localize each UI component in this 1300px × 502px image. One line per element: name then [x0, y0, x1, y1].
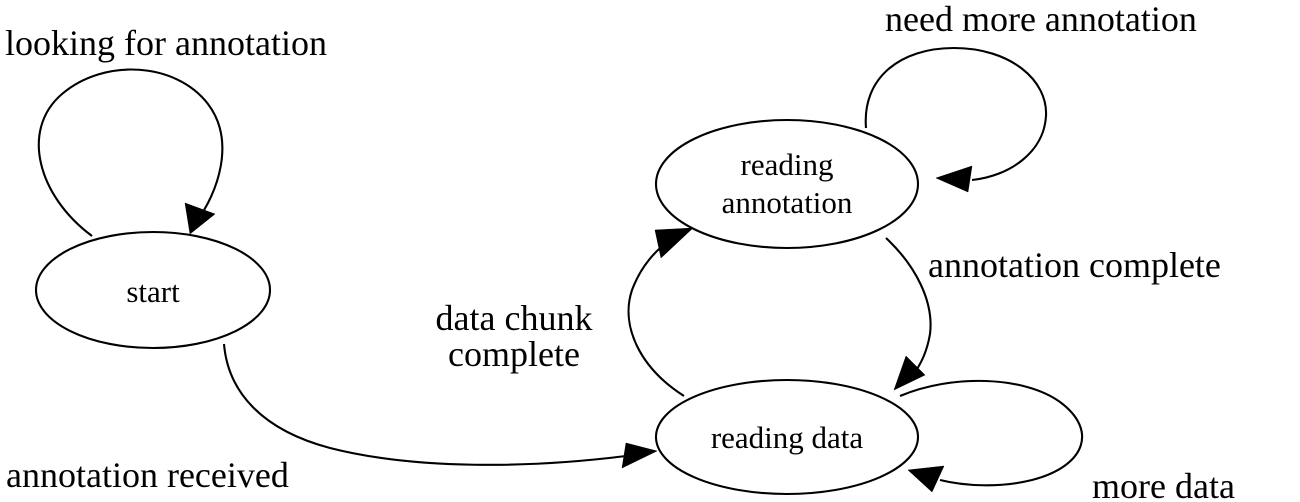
edge-reading-annotation-self-loop-arrowhead — [935, 165, 973, 193]
edge-reading-data-self-loop-arrowhead — [907, 465, 945, 493]
edge-reading-annotation-self-loop[interactable] — [864, 46, 1048, 193]
edge-label-annotation-received: annotation received — [6, 455, 289, 495]
edge-start-to-reading-data[interactable] — [222, 343, 658, 469]
node-reading-data-ellipse — [654, 378, 920, 496]
node-start-label: start — [126, 274, 180, 309]
edge-label-more-data: more data — [1092, 466, 1235, 502]
edge-reading-annotation-to-reading-data-path — [885, 237, 932, 377]
node-reading-data[interactable]: reading data — [654, 378, 920, 496]
edge-reading-annotation-self-loop-path — [864, 46, 1048, 182]
edge-label-need-more-annotation: need more annotation — [885, 0, 1197, 39]
node-reading-annotation-label-line1: reading — [741, 147, 834, 182]
edge-label-annotation-complete: annotation complete — [928, 245, 1221, 285]
edge-start-to-reading-data-arrowhead — [621, 442, 658, 469]
edge-start-self-loop-path — [37, 68, 224, 237]
edge-reading-data-to-reading-annotation[interactable] — [627, 227, 694, 397]
edge-reading-annotation-to-reading-data-arrowhead — [893, 355, 926, 391]
edge-reading-data-to-reading-annotation-arrowhead — [654, 227, 694, 259]
node-reading-annotation-label-line2: annotation — [722, 185, 853, 220]
node-reading-annotation[interactable]: reading annotation — [654, 118, 920, 250]
node-reading-data-label: reading data — [711, 420, 864, 455]
edge-label-data-chunk-complete-line1: data chunk — [436, 298, 593, 338]
edge-label-looking-for-annotation: looking for annotation — [5, 23, 327, 63]
edge-reading-data-self-loop-path — [899, 379, 1084, 487]
node-reading-annotation-ellipse — [654, 118, 920, 250]
node-start-ellipse — [34, 230, 272, 350]
edge-start-self-loop[interactable] — [37, 68, 224, 237]
edge-label-data-chunk-complete-line2: complete — [448, 334, 580, 374]
edge-reading-data-self-loop[interactable] — [899, 379, 1084, 493]
node-start[interactable]: start — [34, 230, 272, 350]
edge-start-self-loop-arrowhead — [184, 202, 216, 235]
edge-reading-annotation-to-reading-data[interactable] — [885, 237, 932, 391]
edge-start-to-reading-data-path — [222, 343, 627, 466]
edge-reading-data-to-reading-annotation-path — [627, 241, 685, 397]
